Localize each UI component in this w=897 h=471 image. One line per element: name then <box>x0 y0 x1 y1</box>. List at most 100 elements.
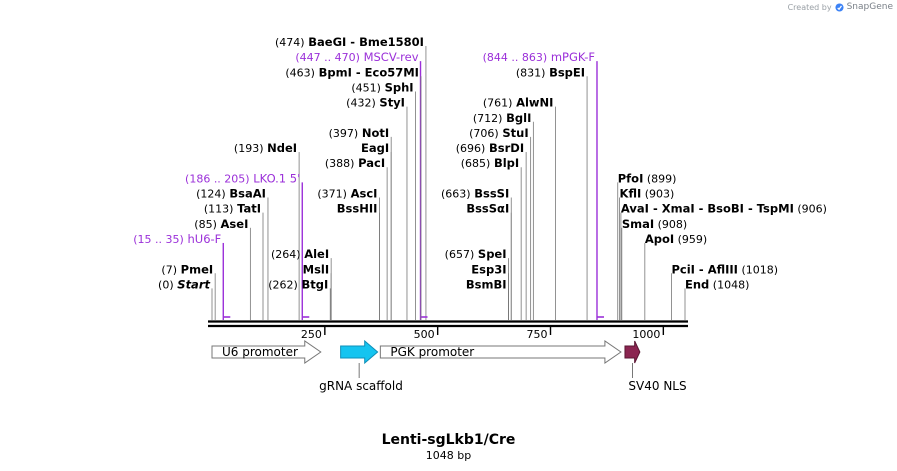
feature-label-grna-scaffold: gRNA scaffold <box>319 379 403 393</box>
site-label-bsmbi: BsmBI <box>466 277 507 291</box>
site-name: AseI <box>221 217 249 231</box>
site-position: (371) <box>317 188 347 201</box>
site-label-bgli: (712) BglI <box>473 111 531 125</box>
map-title: Lenti-sgLkb1/Cre <box>381 432 516 448</box>
site-name: BspEI <box>549 65 585 79</box>
site-name: EagI <box>361 141 389 155</box>
site-position: (0) <box>158 278 174 291</box>
credit-brand: SnapGene <box>846 2 893 12</box>
site-name: TspMI <box>757 202 794 216</box>
site-label-bsaai: (124) BsaAI <box>196 187 266 201</box>
name-sep: - <box>695 202 708 216</box>
site-position: (186 .. 205) <box>185 172 250 185</box>
site-position: (124) <box>196 188 226 201</box>
ruler-label: 500 <box>414 328 435 341</box>
site-name: StuI <box>502 126 528 140</box>
site-position: (447 .. 470) <box>295 51 360 64</box>
site-label-asci: (371) AscI <box>317 187 377 201</box>
feature-label-pgk-promoter: PGK promoter <box>390 345 474 359</box>
site-name: PacI <box>358 156 385 170</box>
site-position: (388) <box>325 157 355 170</box>
site-position: (899) <box>643 172 676 185</box>
feature-label-sv40-nls: SV40 NLS <box>628 379 686 393</box>
site-position: (844 .. 863) <box>483 51 548 64</box>
site-position: (113) <box>204 203 234 216</box>
snapgene-credit: Created by SnapGene <box>788 2 893 12</box>
site-name: SpeI <box>478 247 507 261</box>
site-position: (903) <box>641 188 674 201</box>
site-label-spei: (657) SpeI <box>445 247 507 261</box>
name-sep: - <box>346 35 359 49</box>
site-label-bsrdi: (696) BsrDI <box>456 141 524 155</box>
site-position: (262) <box>268 278 298 291</box>
site-name: XmaI <box>662 202 695 216</box>
site-name: BssSαI <box>466 202 509 216</box>
site-label-esp3i: Esp3I <box>471 262 506 276</box>
ruler-label: 1000 <box>632 328 660 341</box>
site-name: StyI <box>379 96 405 110</box>
site-name: Esp3I <box>471 262 506 276</box>
name-sep: - <box>695 262 708 276</box>
site-position: (463) <box>285 66 315 79</box>
site-position: (696) <box>456 142 486 155</box>
site-position: (906) <box>794 203 827 216</box>
site-name: KflI <box>620 187 642 201</box>
site-position: (663) <box>441 188 471 201</box>
site-label-pfoi: PfoI (899) <box>618 171 677 185</box>
site-position: (908) <box>654 218 687 231</box>
site-label-paci: (388) PacI <box>325 156 385 170</box>
site-label-smai: SmaI (908) <box>622 217 687 231</box>
site-position: (706) <box>469 127 499 140</box>
site-position: (657) <box>445 248 475 261</box>
site-position: (761) <box>483 97 513 110</box>
site-name: BssHII <box>337 202 378 216</box>
site-name: Eco57MI <box>365 65 419 79</box>
site-name: AleI <box>304 247 329 261</box>
site-name: TatI <box>237 202 261 216</box>
site-position: (15 .. 35) <box>133 233 184 246</box>
site-name: BsmBI <box>466 277 507 291</box>
site-name: AflIII <box>708 262 738 276</box>
site-labels: (474) BaeGI - Bme1580I(447 .. 470) MSCV-… <box>133 35 827 291</box>
site-name: Bme1580I <box>359 35 424 49</box>
site-name: BpmI <box>319 65 352 79</box>
snapgene-logo-icon <box>835 2 844 12</box>
site-name: AlwNI <box>516 96 553 110</box>
feature-arrow-pgk-promoter <box>379 340 622 364</box>
site-name: NotI <box>362 126 389 140</box>
name-sep: - <box>352 65 365 79</box>
site-label-blpi: (685) BlpI <box>461 156 519 170</box>
site-label-styi: (432) StyI <box>346 96 405 110</box>
site-label-alwni: (761) AlwNI <box>483 96 554 110</box>
site-label-tati: (113) TatI <box>204 202 261 216</box>
site-position: (1018) <box>738 263 778 276</box>
backbone <box>208 320 688 328</box>
site-position: (193) <box>234 142 264 155</box>
site-position: (264) <box>271 248 301 261</box>
site-name: LKO.1 5' <box>253 171 300 185</box>
site-name: PfoI <box>618 171 644 185</box>
site-label-start: (0) Start <box>158 277 210 291</box>
site-name: AvaI <box>621 202 649 216</box>
site-position: (474) <box>275 36 305 49</box>
site-name: mPGK-F <box>551 50 595 64</box>
site-name: NdeI <box>267 141 297 155</box>
feature-arrow-u6-promoter <box>211 340 322 364</box>
site-name: BglI <box>506 111 531 125</box>
site-name: AscI <box>351 187 378 201</box>
ruler-label: 250 <box>301 328 322 341</box>
site-name: BsrDI <box>489 141 524 155</box>
site-label-bsshii: BssHII <box>337 202 378 216</box>
site-name: BsaAI <box>229 187 266 201</box>
site-label-eagi: EagI <box>361 141 389 155</box>
site-label-msli: MslI <box>303 262 330 276</box>
name-sep: - <box>744 202 757 216</box>
site-name: BsoBI <box>707 202 744 216</box>
map-length: 1048 bp <box>425 449 472 462</box>
site-position: (451) <box>351 81 381 94</box>
site-position: (7) <box>161 263 177 276</box>
site-label-bsssi: (663) BssSI <box>441 187 509 201</box>
